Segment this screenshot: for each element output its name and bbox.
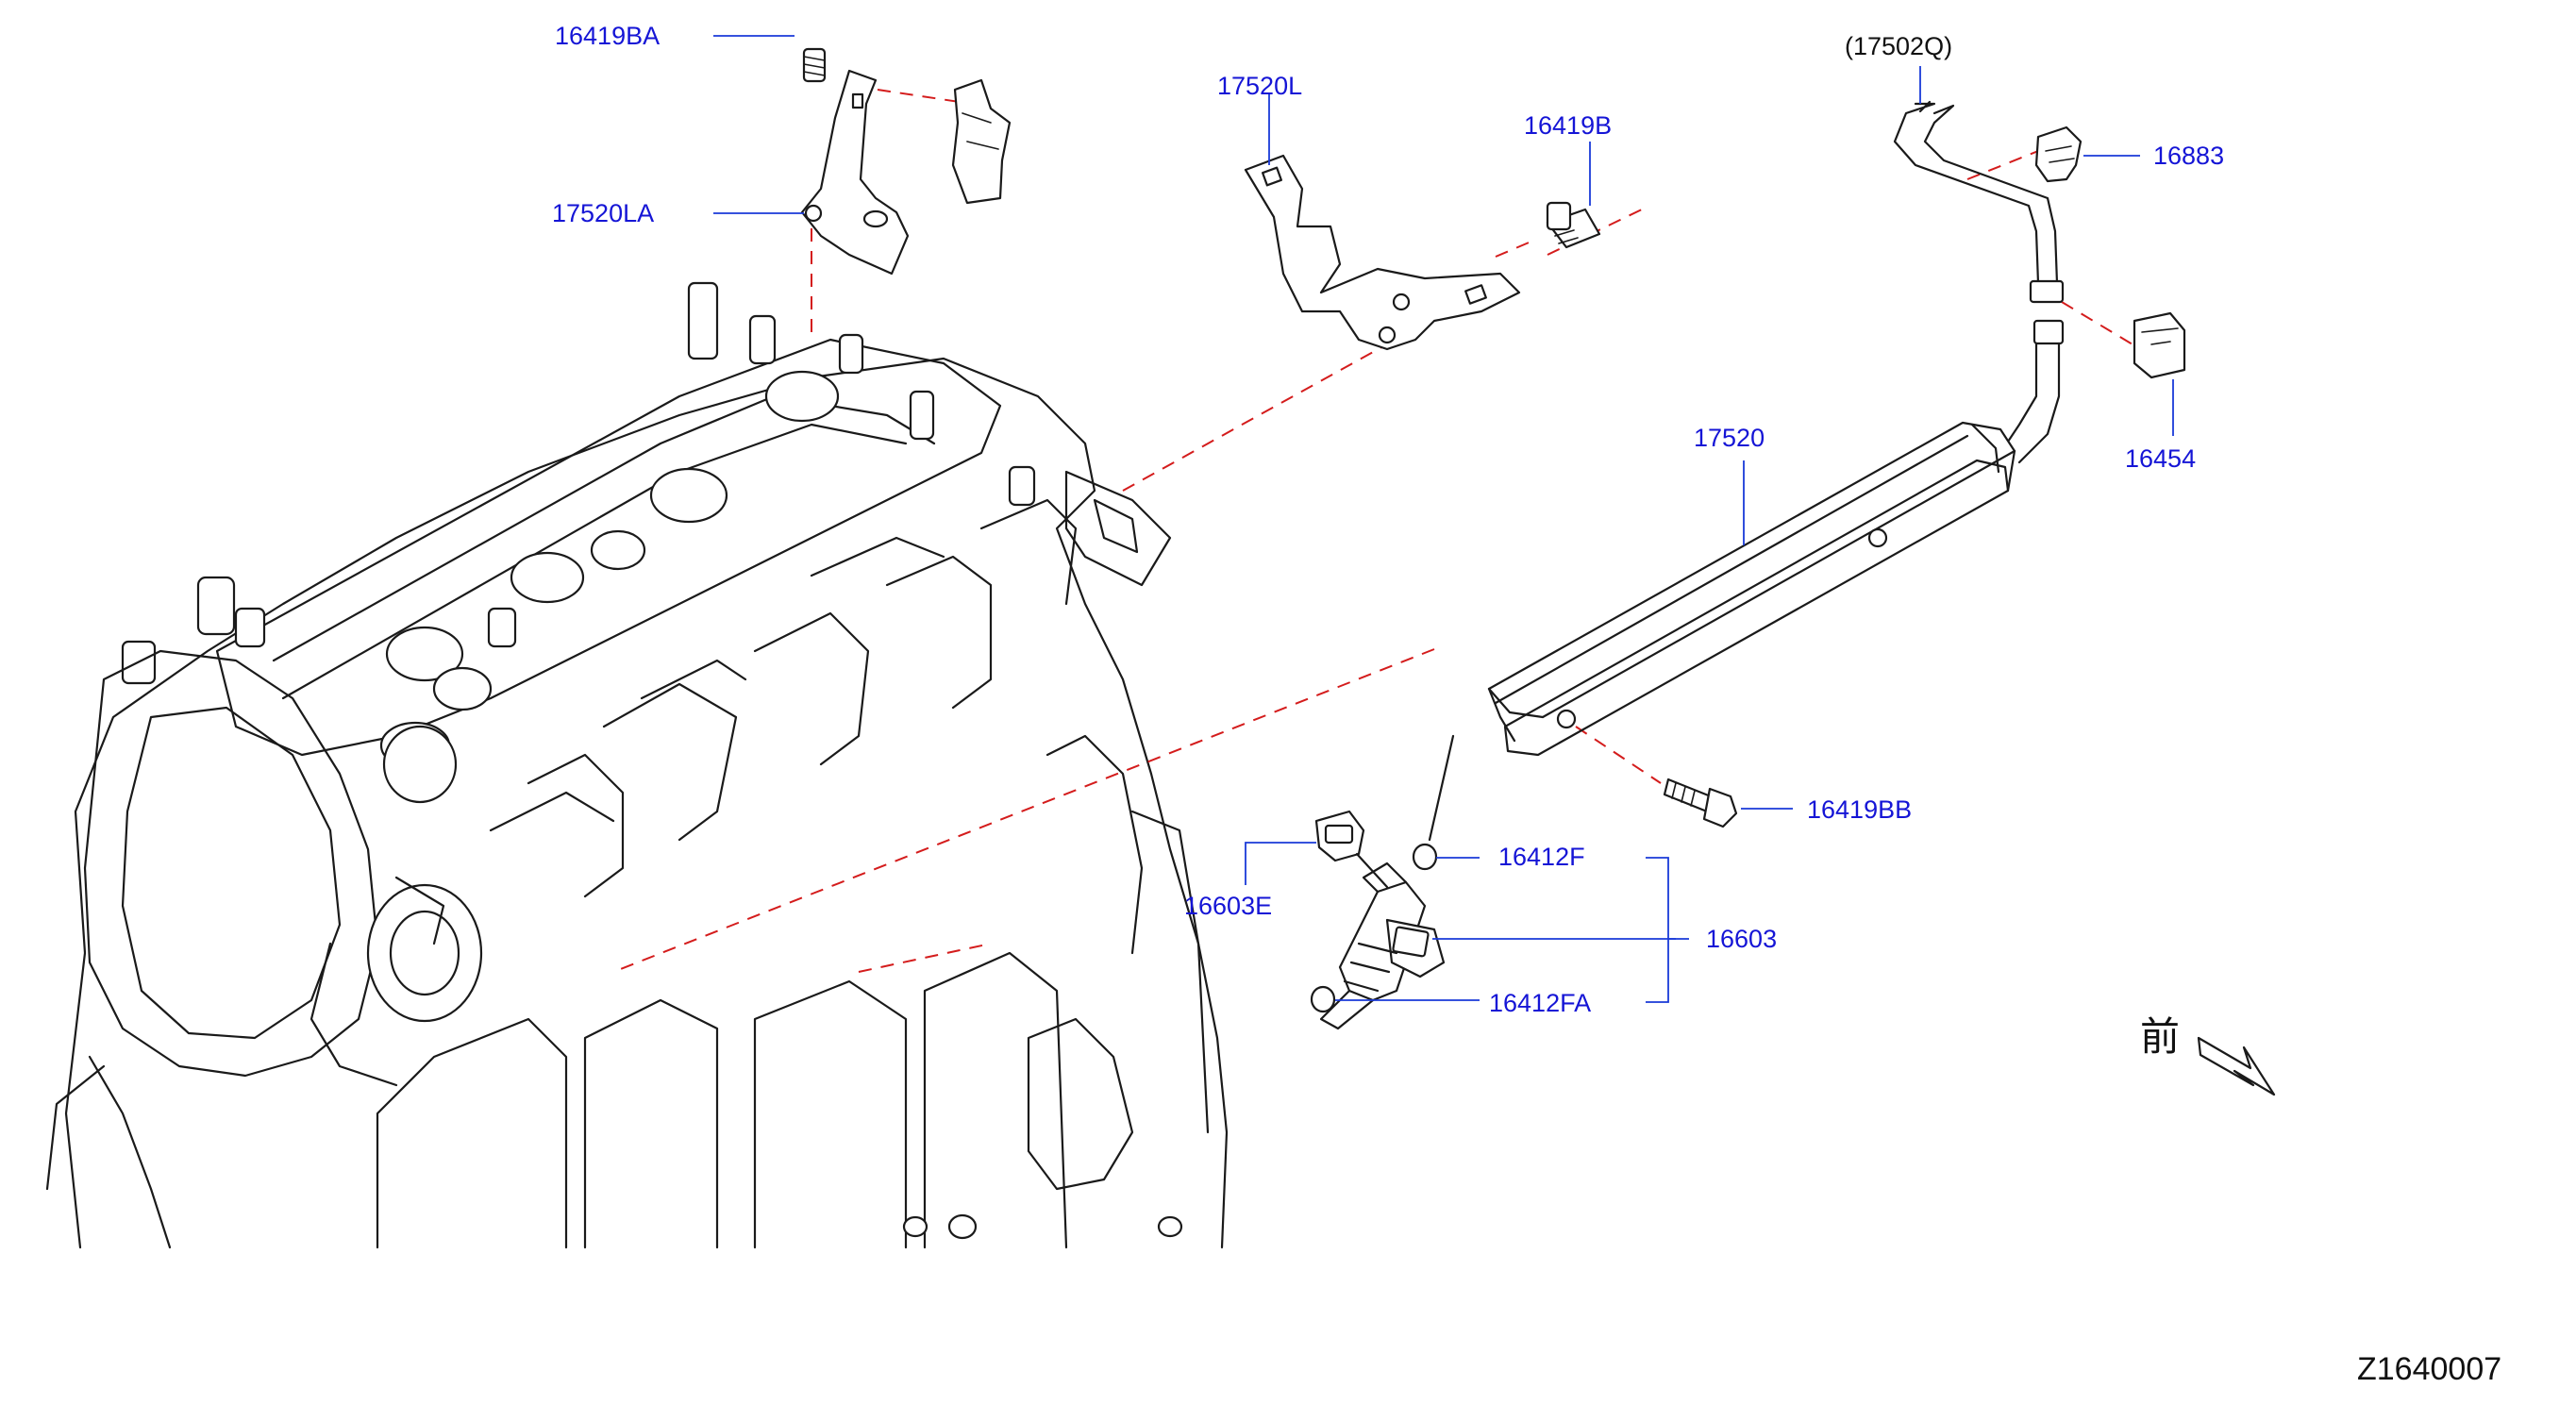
clip-17520la xyxy=(951,78,1012,205)
callout-16454[interactable]: 16454 xyxy=(2125,444,2197,473)
callout-16412fa[interactable]: 16412FA xyxy=(1489,989,1592,1017)
bolt-16419bb xyxy=(1663,778,1738,828)
callout-17520la[interactable]: 17520LA xyxy=(552,199,655,227)
bolt-16419ba xyxy=(802,47,827,83)
callout-16412f[interactable]: 16412F xyxy=(1498,843,1585,871)
clip-16454 xyxy=(2133,311,2186,379)
fuel-rail-17520 xyxy=(1487,421,2016,757)
callout-17520l[interactable]: 17520L xyxy=(1217,72,1303,100)
figure-id: Z1640007 xyxy=(2357,1351,2502,1387)
fuel-pipe-17502q xyxy=(1893,100,2065,464)
callout-16419b[interactable]: 16419B xyxy=(1524,111,1613,140)
callout-16419ba[interactable]: 16419BA xyxy=(555,22,661,50)
bolt-16419b xyxy=(1546,201,1601,249)
leader-lines xyxy=(713,35,2174,1003)
o-ring-16412f xyxy=(1412,734,1455,871)
callout-16419bb[interactable]: 16419BB xyxy=(1807,795,1913,824)
injector-16603 xyxy=(1319,861,1446,1030)
front-arrow-icon xyxy=(2197,1036,2276,1096)
clip-16603e xyxy=(1314,810,1389,889)
o-ring-16412fa xyxy=(1310,985,1336,1013)
engine-assembly xyxy=(45,281,1229,1249)
bracket-17520l xyxy=(1244,154,1521,351)
clip-16883 xyxy=(2034,125,2083,183)
callout-17520[interactable]: 17520 xyxy=(1694,424,1765,452)
callout-16603e[interactable]: 16603E xyxy=(1184,892,1273,920)
callout-17502q[interactable]: (17502Q) xyxy=(1845,32,1953,60)
bracket-17520la xyxy=(800,69,910,276)
callout-16883[interactable]: 16883 xyxy=(2153,142,2225,170)
front-direction-label: 前 xyxy=(2140,1013,2181,1060)
callout-16603[interactable]: 16603 xyxy=(1706,925,1778,953)
